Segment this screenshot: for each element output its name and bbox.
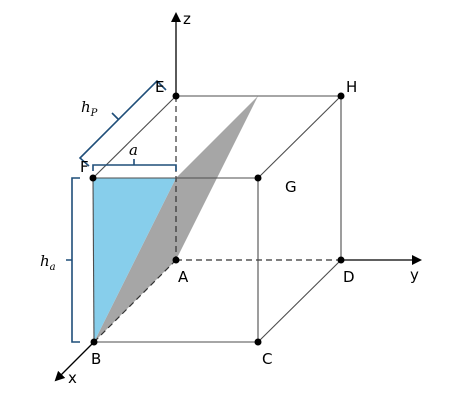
edge-HG <box>257 95 342 179</box>
dim-label-a: a <box>129 141 138 159</box>
dim-label-hp-base: h <box>81 98 91 116</box>
vertex-A-dot <box>172 256 180 264</box>
vertex-C-dot <box>254 338 262 346</box>
vertex-B-dot <box>90 338 98 346</box>
label-B: B <box>91 350 101 368</box>
label-G: G <box>285 178 297 196</box>
x-axis <box>54 341 95 382</box>
brace-ha <box>66 177 80 343</box>
brace-hp <box>78 79 167 167</box>
dim-label-ha-base: h <box>40 252 50 270</box>
label-D: D <box>343 268 355 286</box>
edge-CD <box>257 259 342 343</box>
label-A: A <box>178 268 189 286</box>
dim-label-ha-sub: a <box>50 262 56 273</box>
vertex-G-dot <box>254 174 262 182</box>
dim-label-hp-sub: P <box>90 108 98 119</box>
brace-a <box>92 159 177 171</box>
vertex-H-dot <box>337 92 345 100</box>
axis-label-x: x <box>68 369 77 387</box>
edge-FB <box>92 177 95 343</box>
dim-label-hp: hP <box>81 98 98 119</box>
blue-triangle <box>93 178 176 342</box>
axis-label-z: z <box>183 10 191 28</box>
dim-label-ha: ha <box>40 252 56 273</box>
label-C: C <box>262 350 272 368</box>
vertex-E-dot <box>172 92 180 100</box>
vertex-F-dot <box>89 174 97 182</box>
vertex-D-dot <box>337 256 345 264</box>
axis-label-y: y <box>410 266 419 284</box>
label-F: F <box>80 158 89 176</box>
label-E: E <box>155 78 164 96</box>
label-H: H <box>346 78 357 96</box>
